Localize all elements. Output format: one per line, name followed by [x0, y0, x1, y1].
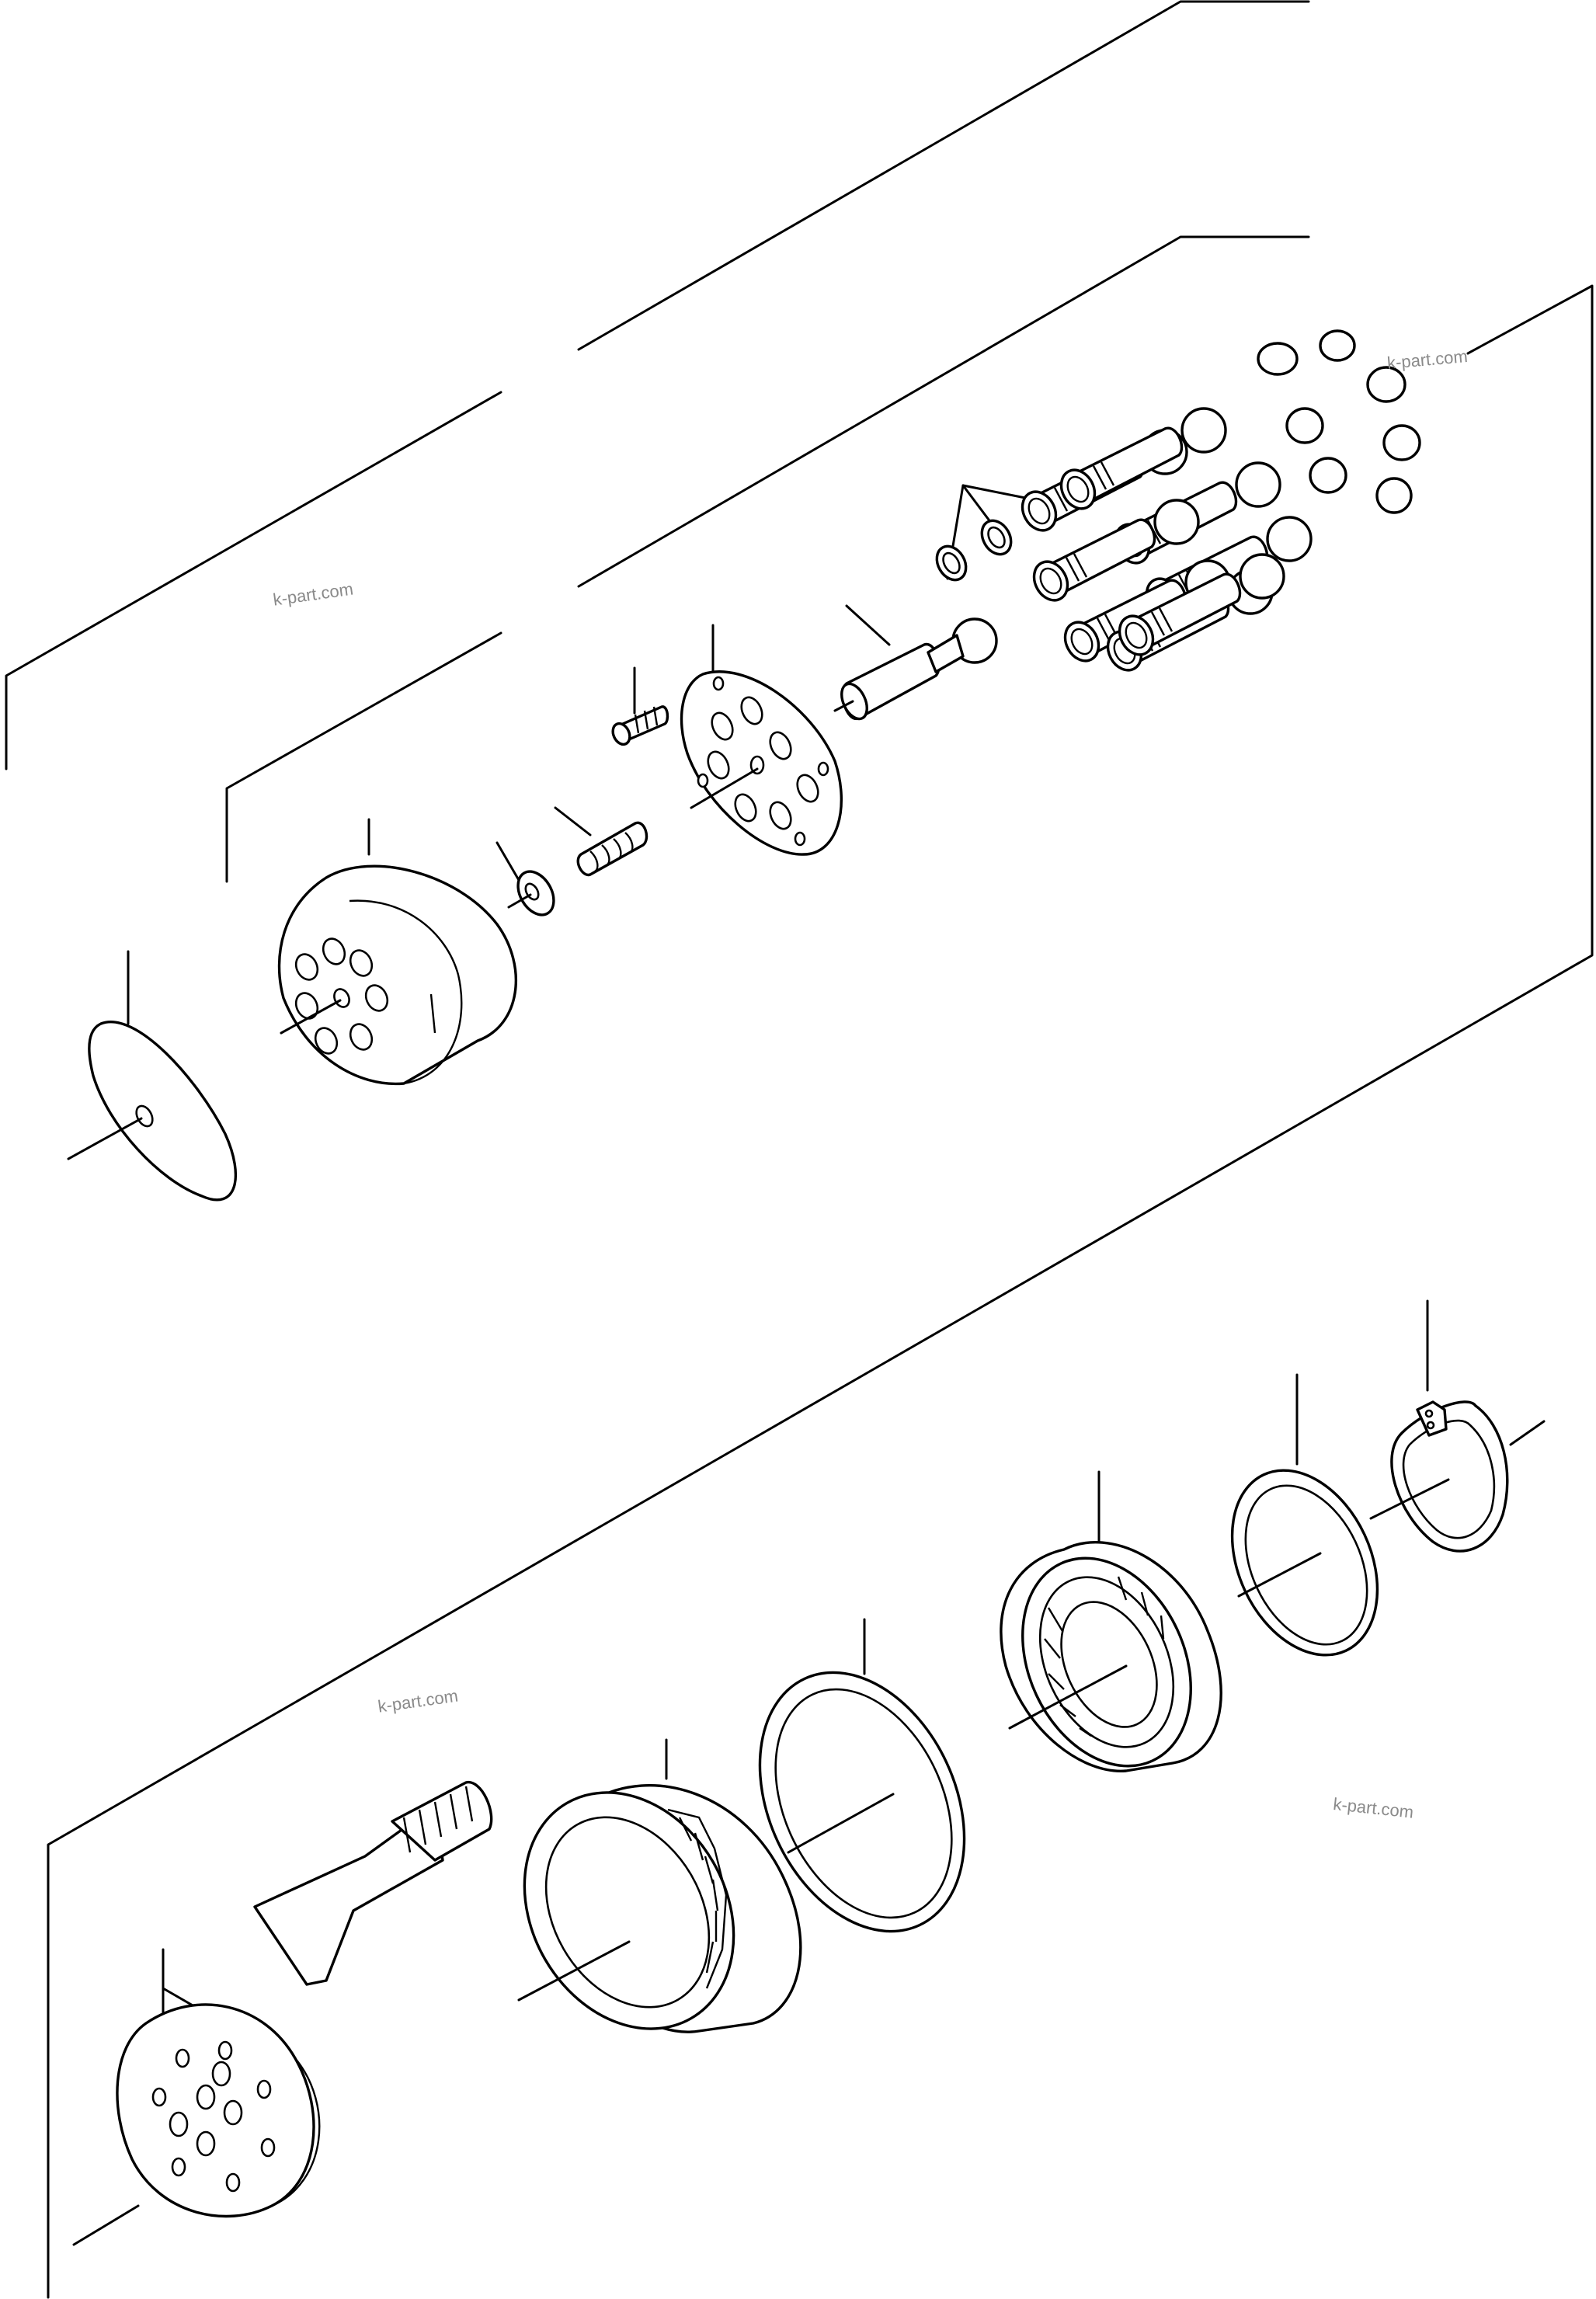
pistons	[1014, 407, 1313, 678]
bearing-outer-race	[758, 1618, 966, 1933]
spacer-ring	[1230, 1373, 1379, 1657]
center-guide-pin	[833, 604, 998, 721]
drive-shaft	[72, 1781, 493, 2246]
valve-plate-disc	[67, 950, 238, 1202]
group-frame-lines	[5, 0, 1594, 2299]
small-bolt	[611, 666, 669, 746]
snap-ring	[1369, 1299, 1546, 1553]
shim-rings	[935, 484, 1042, 582]
washer	[495, 841, 555, 916]
cylindrical-roller-bearing	[1000, 1470, 1222, 1772]
spring	[554, 806, 648, 877]
retainer-plate	[680, 624, 843, 856]
cylinder-block	[277, 818, 518, 1086]
piston-shoes	[1257, 329, 1421, 514]
tapered-roller-bearing	[517, 1738, 802, 2033]
